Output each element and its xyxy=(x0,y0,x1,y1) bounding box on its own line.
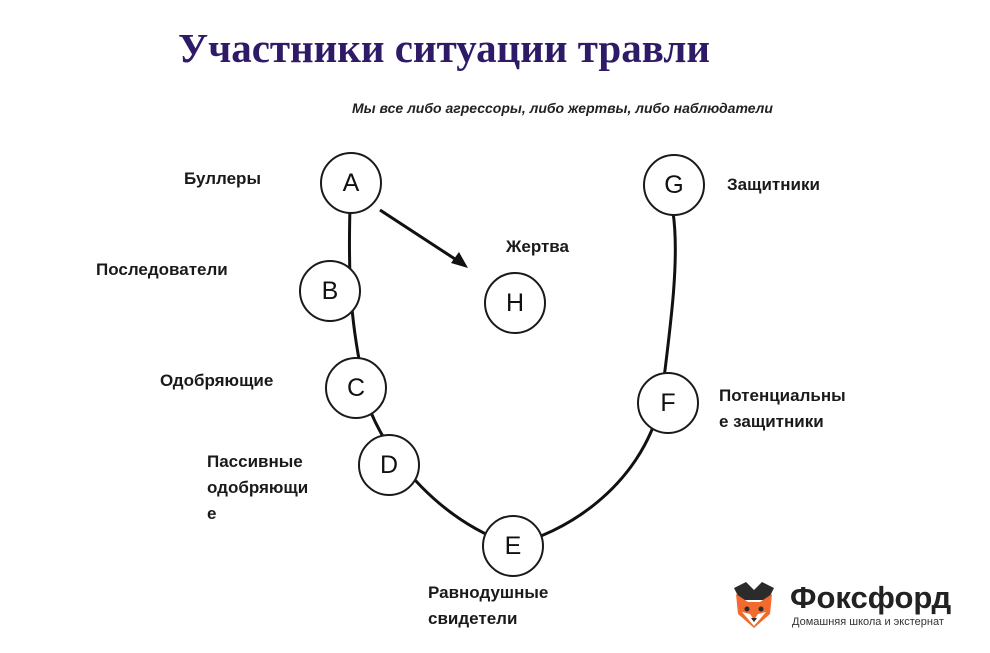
node-b: B xyxy=(299,260,361,322)
role-line: Защитники xyxy=(727,175,820,194)
role-line: свидетели xyxy=(428,609,518,628)
node-f: F xyxy=(637,372,699,434)
role-line: Буллеры xyxy=(184,169,261,188)
node-e: E xyxy=(482,515,544,577)
role-label-followers: Последователи xyxy=(96,257,228,283)
node-a-label: A xyxy=(342,168,360,197)
role-label-victim: Жертва xyxy=(506,234,569,260)
role-line: Одобряющие xyxy=(160,371,274,390)
node-d: D xyxy=(358,434,420,496)
logo-tagline: Домашняя школа и экстернат xyxy=(792,616,944,628)
role-label-potential-defenders: Потенциальны е защитники xyxy=(719,383,846,435)
role-label-passive-approvers: Пассивные одобряющи е xyxy=(207,449,308,527)
foxford-logo: Фоксфорд Домашняя школа и экстернат xyxy=(728,580,978,632)
role-line: е защитники xyxy=(719,412,824,431)
role-line: Последователи xyxy=(96,260,228,279)
role-line: одобряющи xyxy=(207,478,309,497)
node-e-label: E xyxy=(504,531,522,560)
role-line: е xyxy=(207,504,217,523)
node-g-label: G xyxy=(664,170,684,199)
fox-icon xyxy=(734,582,774,628)
aggression-arrow-head xyxy=(451,252,468,268)
node-b-label: B xyxy=(321,276,339,305)
role-line: Пассивные xyxy=(207,452,303,471)
role-label-bullies: Буллеры xyxy=(184,166,261,192)
node-d-label: D xyxy=(379,450,399,479)
role-label-defenders: Защитники xyxy=(727,172,820,198)
node-h-label: H xyxy=(505,288,525,317)
role-label-approvers: Одобряющие xyxy=(160,368,273,394)
role-line: Жертва xyxy=(506,237,569,256)
aggression-arrow-line xyxy=(379,208,459,263)
role-line: Потенциальны xyxy=(719,386,846,405)
node-g: G xyxy=(643,154,705,216)
role-label-bystanders: Равнодушные свидетели xyxy=(428,580,548,632)
node-a: A xyxy=(320,152,382,214)
diagram-subtitle: Мы все либо агрессоры, либо жертвы, либо… xyxy=(352,100,773,116)
diagram-title: Участники ситуации травли xyxy=(178,25,710,71)
node-c: C xyxy=(325,357,387,419)
role-line: Равнодушные xyxy=(428,583,549,602)
logo-brand: Фоксфорд xyxy=(790,580,952,615)
node-h: H xyxy=(484,272,546,334)
node-f-label: F xyxy=(660,388,676,417)
node-c-label: C xyxy=(346,373,366,402)
